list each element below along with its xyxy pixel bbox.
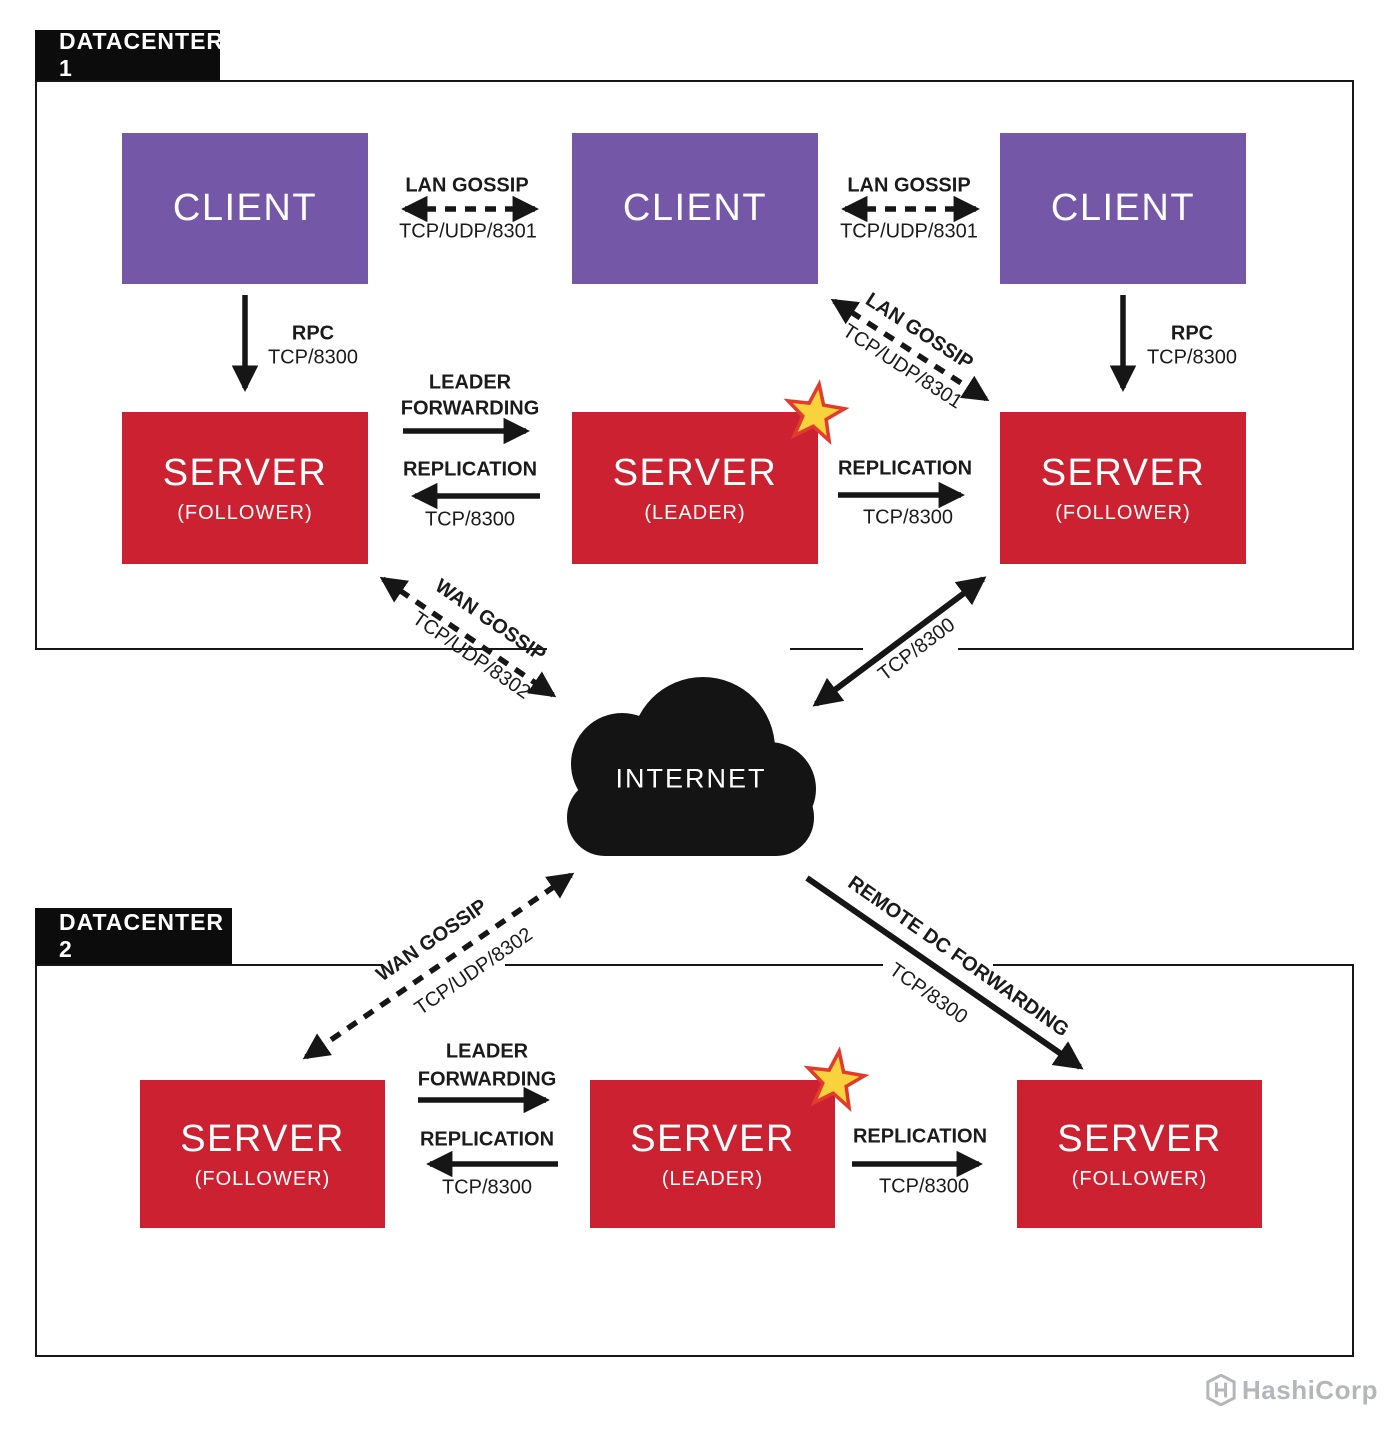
server-title: SERVER [630,1117,795,1160]
dc1-replication-label-left: REPLICATION [402,458,538,481]
dc1-client-3: CLIENT [1000,133,1246,284]
dc1-server-follower-1: SERVER (FOLLOWER) [122,412,368,564]
rpc-label-2: RPC [1170,322,1214,345]
client-title: CLIENT [622,187,768,229]
hashicorp-logo-icon [1206,1374,1236,1406]
hashicorp-footer: HashiCorp [1206,1374,1378,1406]
datacenter1-frame [35,80,1354,650]
lan-gossip-label-1: LAN GOSSIP [405,174,529,197]
dc1-replication-port-right: TCP/8300 [862,506,954,529]
dc2-replication-label-right: REPLICATION [852,1125,988,1148]
server-role: (FOLLOWER) [194,1167,331,1190]
dc1-server-leader: SERVER (LEADER) [572,412,818,564]
dc1-replication-port-left: TCP/8300 [424,508,516,531]
client-title: CLIENT [172,187,318,229]
datacenter2-label: DATACENTER 2 [59,909,225,962]
server-title: SERVER [612,451,778,494]
dc1-leader-forwarding-line2: FORWARDING [400,397,540,420]
server-role: (LEADER) [661,1167,764,1190]
server-title: SERVER [180,1117,345,1160]
server-title: SERVER [1057,1117,1222,1160]
server-title: SERVER [162,451,328,494]
lan-gossip-label-2: LAN GOSSIP [847,174,971,197]
dc1-leader-forwarding-line1: LEADER [428,371,512,394]
client-title: CLIENT [1050,187,1196,229]
server-role: (FOLLOWER) [1071,1167,1208,1190]
datacenter2-frame [35,964,1354,1357]
dc2-leader-forwarding-line2: FORWARDING [417,1068,557,1091]
rpc-label-1: RPC [291,322,335,345]
server-role: (FOLLOWER) [177,501,313,524]
dc2-server-leader: SERVER (LEADER) [590,1080,835,1228]
rpc-port-2: TCP/8300 [1146,346,1238,369]
lan-gossip-port-1: TCP/UDP/8301 [399,220,537,243]
dc-border-segments [35,648,1352,966]
internet-label: INTERNET [615,763,767,794]
dc2-replication-port-right: TCP/8300 [878,1175,970,1198]
server-title: SERVER [1040,451,1206,494]
dc2-replication-label-left: REPLICATION [419,1128,555,1151]
dc2-leader-forwarding-line1: LEADER [445,1040,529,1063]
dc2-replication-port-left: TCP/8300 [441,1176,533,1199]
dc2-server-follower-1: SERVER (FOLLOWER) [140,1080,385,1228]
dc1-server-follower-2: SERVER (FOLLOWER) [1000,412,1246,564]
rpc-port-1: TCP/8300 [267,346,359,369]
dc1-client-1: CLIENT [122,133,368,284]
dc2-server-follower-2: SERVER (FOLLOWER) [1017,1080,1262,1228]
server-role: (LEADER) [644,501,746,524]
datacenter1-tab: DATACENTER 1 [35,28,223,81]
datacenter1-label: DATACENTER 1 [59,28,225,81]
lan-gossip-port-2: TCP/UDP/8301 [840,220,978,243]
hashicorp-wordmark: HashiCorp [1242,1374,1378,1405]
server-role: (FOLLOWER) [1055,501,1191,524]
dc1-replication-label-right: REPLICATION [837,457,973,480]
dc1-client-2: CLIENT [572,133,818,284]
datacenter2-tab: DATACENTER 2 [35,908,232,964]
